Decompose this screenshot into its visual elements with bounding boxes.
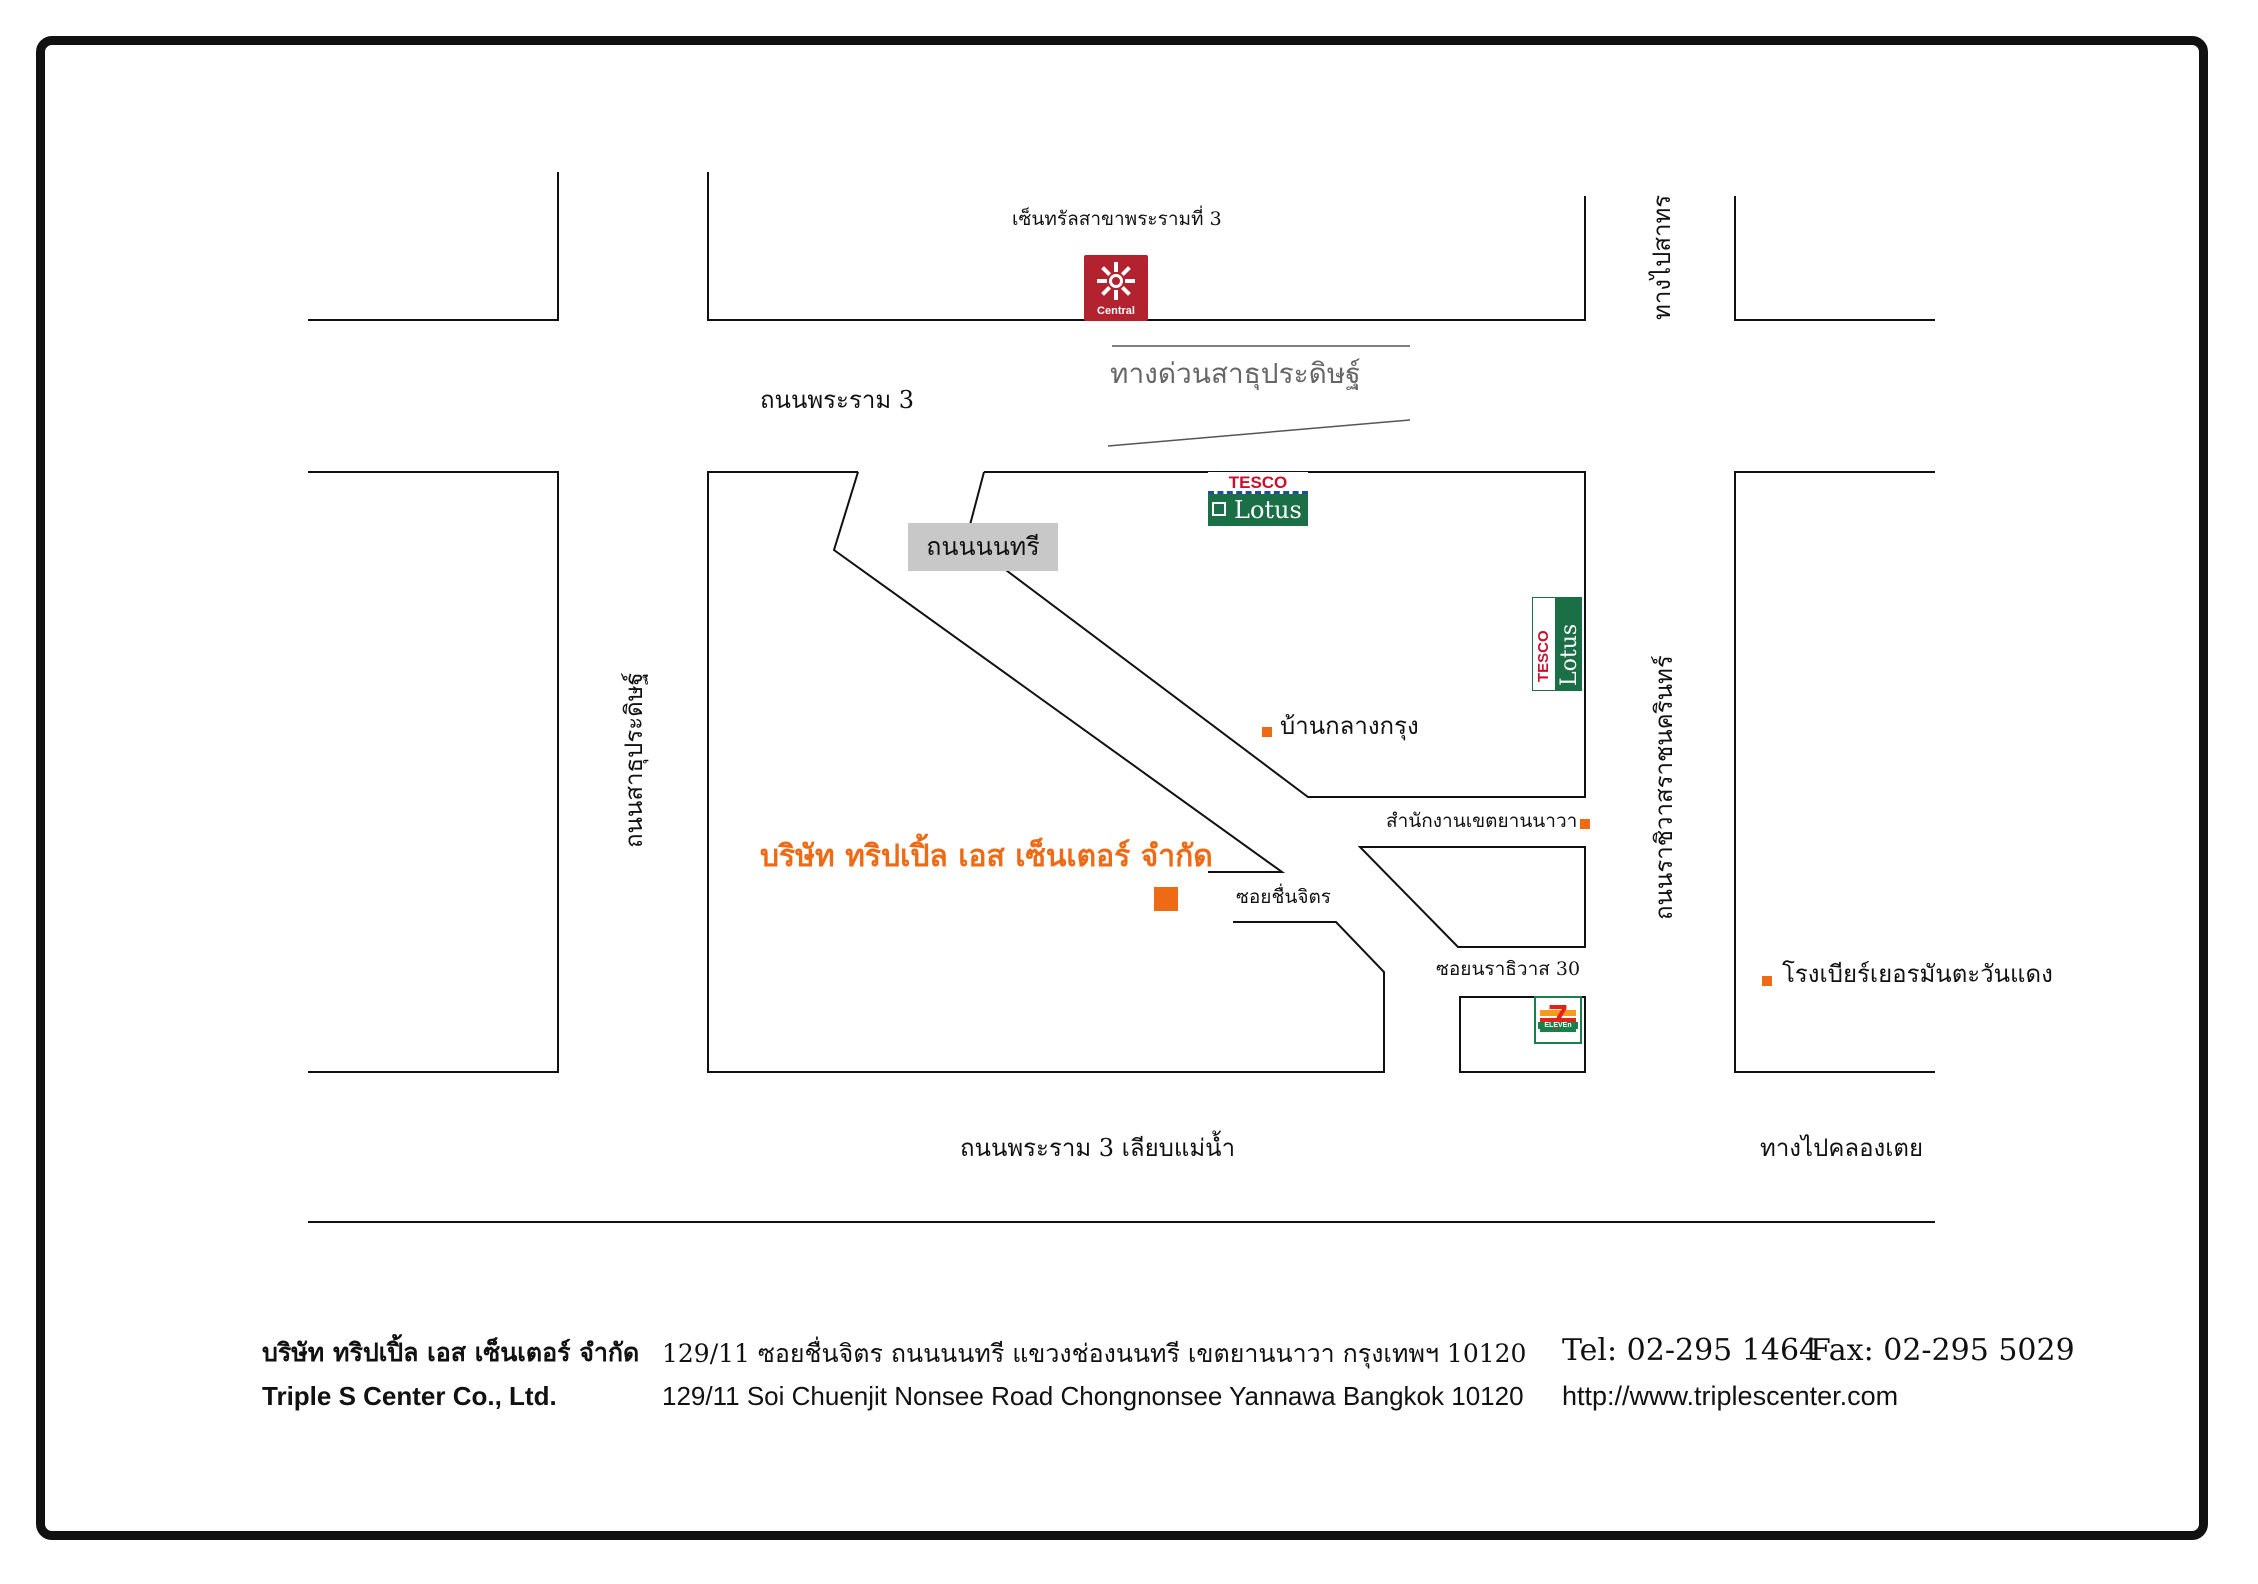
german-beer-label: โรงเบียร์เยอรมันตะวันแดง bbox=[1782, 960, 2053, 988]
lotus-bar: Lotus bbox=[1208, 494, 1308, 526]
footer-url[interactable]: http://www.triplescenter.com bbox=[1562, 1381, 1899, 1411]
expressway-label: ทางด่วนสาธุประดิษฐ์ bbox=[1110, 357, 1361, 390]
rama3-river-road-label: ถนนพระราม 3 เลียบแม่น้ำ bbox=[960, 1134, 1236, 1162]
lotus-vertical-text: Lotus bbox=[1557, 623, 1582, 686]
baan-klang-krung-marker bbox=[1262, 727, 1272, 737]
central-logo: Central bbox=[1084, 255, 1148, 321]
seven-number: 7 bbox=[1548, 997, 1569, 1038]
tesco-vertical-strip: TESCO bbox=[1533, 598, 1555, 690]
baan-klang-krung-label: บ้านกลางกรุง bbox=[1280, 712, 1419, 740]
block-top-left bbox=[308, 172, 559, 321]
footer-tel: Tel: 02-295 1464 bbox=[1562, 1333, 1819, 1368]
seven-bar-red bbox=[1540, 1018, 1576, 1024]
footer-address-thai: 129/11 ซอยชื่นจิตร ถนนนนทรี แขวงช่องนนทร… bbox=[662, 1339, 1527, 1368]
lotus-vertical-strip: Lotus bbox=[1555, 598, 1582, 690]
footer-address-en: 129/11 Soi Chuenjit Nonsee Road Chongnon… bbox=[662, 1381, 1524, 1411]
seven-eleven-logo: 7 ELEVEn bbox=[1534, 996, 1582, 1044]
rama3-road-label: ถนนพระราม 3 bbox=[760, 386, 915, 414]
sathupradit-road-label: ถนนสาธุประดิษฐ์ bbox=[620, 672, 648, 848]
district-office-marker bbox=[1580, 819, 1590, 829]
expressway-line-bottom bbox=[1107, 419, 1411, 447]
company-map-label: บริษัท ทริปเปิ้ล เอส เซ็นเตอร์ จำกัด bbox=[760, 839, 1213, 874]
central-sun-icon bbox=[1097, 262, 1135, 300]
block-mid-left bbox=[308, 471, 559, 1073]
to-khlong-toei-label: ทางไปคลองเตย bbox=[1760, 1134, 1924, 1162]
footer-company-en: Triple S Center Co., Ltd. bbox=[262, 1381, 557, 1411]
german-beer-marker bbox=[1762, 976, 1772, 986]
block-mid-center-top bbox=[832, 471, 1286, 873]
footer-fax: Fax: 02-295 5029 bbox=[1810, 1333, 2075, 1368]
company-marker bbox=[1154, 887, 1178, 911]
tesco-text: TESCO bbox=[1208, 472, 1308, 494]
seven-eleven-text: ELEVEn bbox=[1538, 1022, 1578, 1029]
nonsi-road-label: ถนนนนทรี bbox=[908, 523, 1058, 571]
block-seven-eleven bbox=[1459, 996, 1586, 1073]
lotus-ring-icon bbox=[1212, 502, 1226, 516]
block-top-right bbox=[1734, 196, 1935, 321]
tesco-lotus-logo: TESCO Lotus bbox=[1208, 472, 1308, 526]
seven-bar-orange bbox=[1540, 1010, 1576, 1016]
block-triangle bbox=[1357, 846, 1586, 948]
block-mid-center bbox=[707, 471, 1385, 1073]
lotus-text: Lotus bbox=[1234, 496, 1302, 524]
central-logo-text: Central bbox=[1097, 305, 1135, 317]
page-frame bbox=[36, 36, 2208, 1540]
ratchawat-road-label: ถนนราชิวาสราชนครินทร์ bbox=[1650, 655, 1678, 920]
to-sathorn-label: ทางไปสาทร bbox=[1648, 194, 1676, 320]
soi-chuenjit-label: ซอยชื่นจิตร bbox=[1236, 886, 1331, 908]
seven-bar-green bbox=[1540, 1026, 1576, 1032]
soi-rachawat-label: ซอยนราธิวาส 30 bbox=[1436, 958, 1581, 980]
district-office-label: สำนักงานเขตยานนาวา bbox=[1386, 810, 1578, 832]
footer-company-thai: บริษัท ทริปเปิ้ล เอส เซ็นเตอร์ จำกัด bbox=[262, 1338, 640, 1367]
central-label: เซ็นทรัลสาขาพระรามที่ 3 bbox=[1012, 208, 1222, 230]
tesco-vertical-text: TESCO bbox=[1535, 630, 1552, 682]
tesco-lotus-vertical-logo: TESCO Lotus bbox=[1532, 597, 1582, 691]
block-right bbox=[1734, 471, 1935, 1073]
